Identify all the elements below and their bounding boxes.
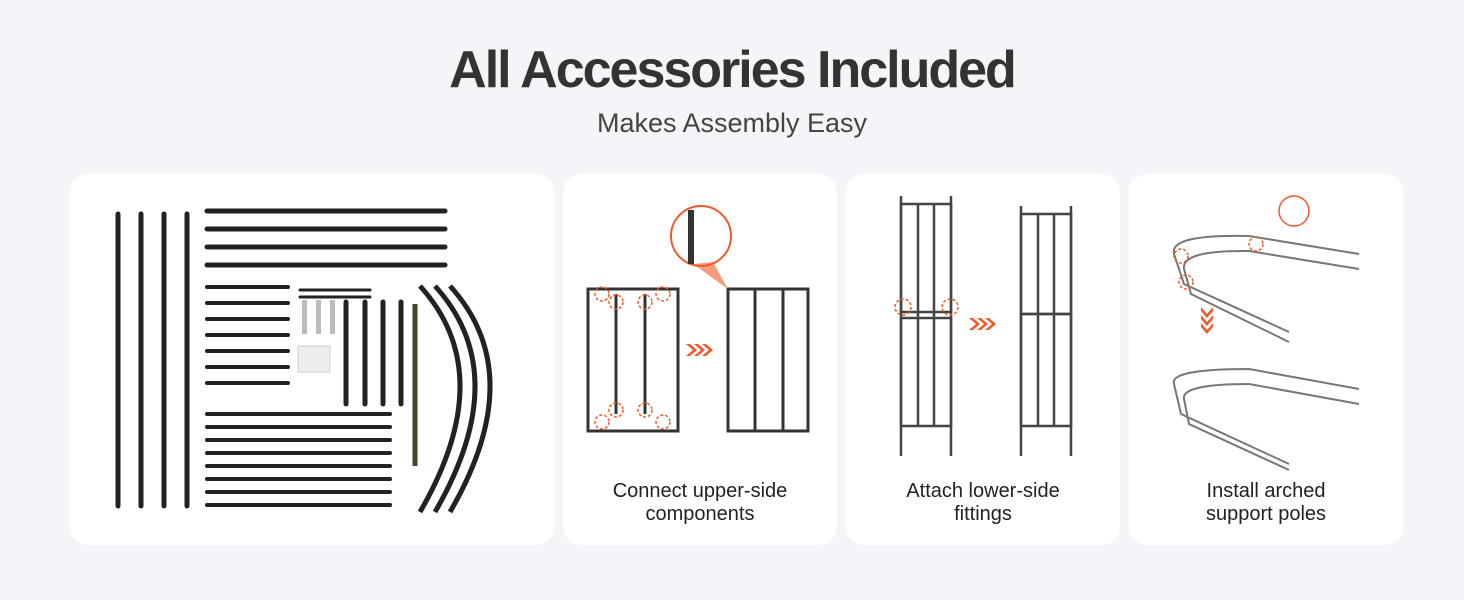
step-caption: Attach lower-side fittings	[906, 480, 1060, 525]
step-card-upper: Connect upper-side components	[563, 174, 837, 545]
step-card-arched: Install arched support poles	[1129, 174, 1403, 545]
lower-frame-illustration	[894, 196, 1073, 456]
step-card-lower: Attach lower-side fittings	[846, 174, 1120, 545]
accessories-illustration	[115, 208, 493, 514]
chevrons-down-icon	[1201, 307, 1213, 334]
step-caption: Install arched support poles	[1205, 480, 1327, 525]
chevrons-arrow-icon	[969, 318, 996, 330]
chevrons-arrow-icon	[686, 344, 713, 356]
arched-bed-illustration	[1172, 195, 1360, 471]
page-subtitle: Makes Assembly Easy	[596, 108, 868, 138]
page-title: All Accessories Included	[449, 41, 1017, 99]
accessories-card	[70, 174, 554, 545]
upper-frame-illustration	[586, 205, 810, 433]
zoom-detail-circle	[670, 205, 732, 267]
step-caption: Connect upper-side components	[612, 480, 788, 525]
